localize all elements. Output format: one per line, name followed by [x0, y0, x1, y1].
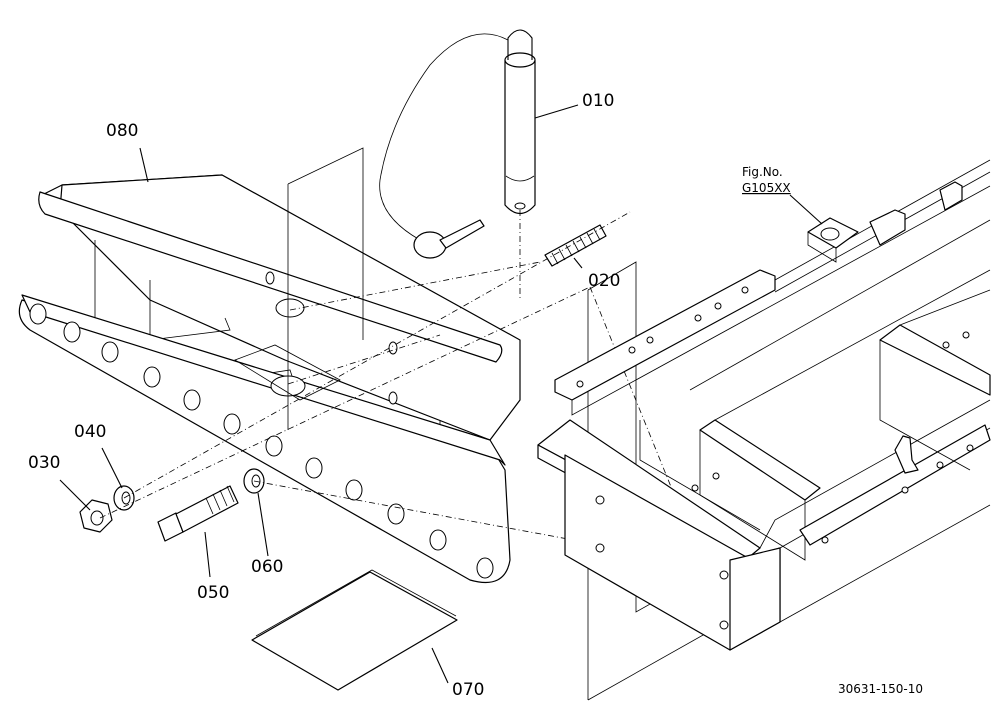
leader-lines	[59, 104, 823, 684]
callout-070: 070	[452, 680, 484, 700]
callout-080: 080	[106, 121, 138, 141]
instruction-sheet	[251, 569, 458, 691]
fig-no-label: Fig.No.	[742, 165, 783, 179]
bracket-holes	[29, 303, 494, 579]
callout-010: 010	[582, 91, 614, 111]
callout-060: 060	[251, 557, 283, 577]
figure-reference: Fig.No. G105XX	[742, 165, 791, 195]
threaded-stud	[544, 224, 607, 267]
hitch-pin	[379, 29, 536, 259]
callout-030: 030	[28, 453, 60, 473]
fig-no-value: G105XX	[742, 181, 791, 195]
assembly-planes	[287, 147, 713, 701]
drawbar-bracket	[18, 174, 521, 584]
callout-020: 020	[588, 271, 620, 291]
callout-040: 040	[74, 422, 106, 442]
callout-050: 050	[197, 583, 229, 603]
bolt	[157, 485, 239, 542]
drawing-number: 30631-150-10	[838, 682, 923, 696]
frame-holes	[576, 286, 974, 630]
tractor-frame	[537, 159, 991, 651]
callout-labels: 010 020 030 040 050 060 070 080	[28, 91, 620, 700]
